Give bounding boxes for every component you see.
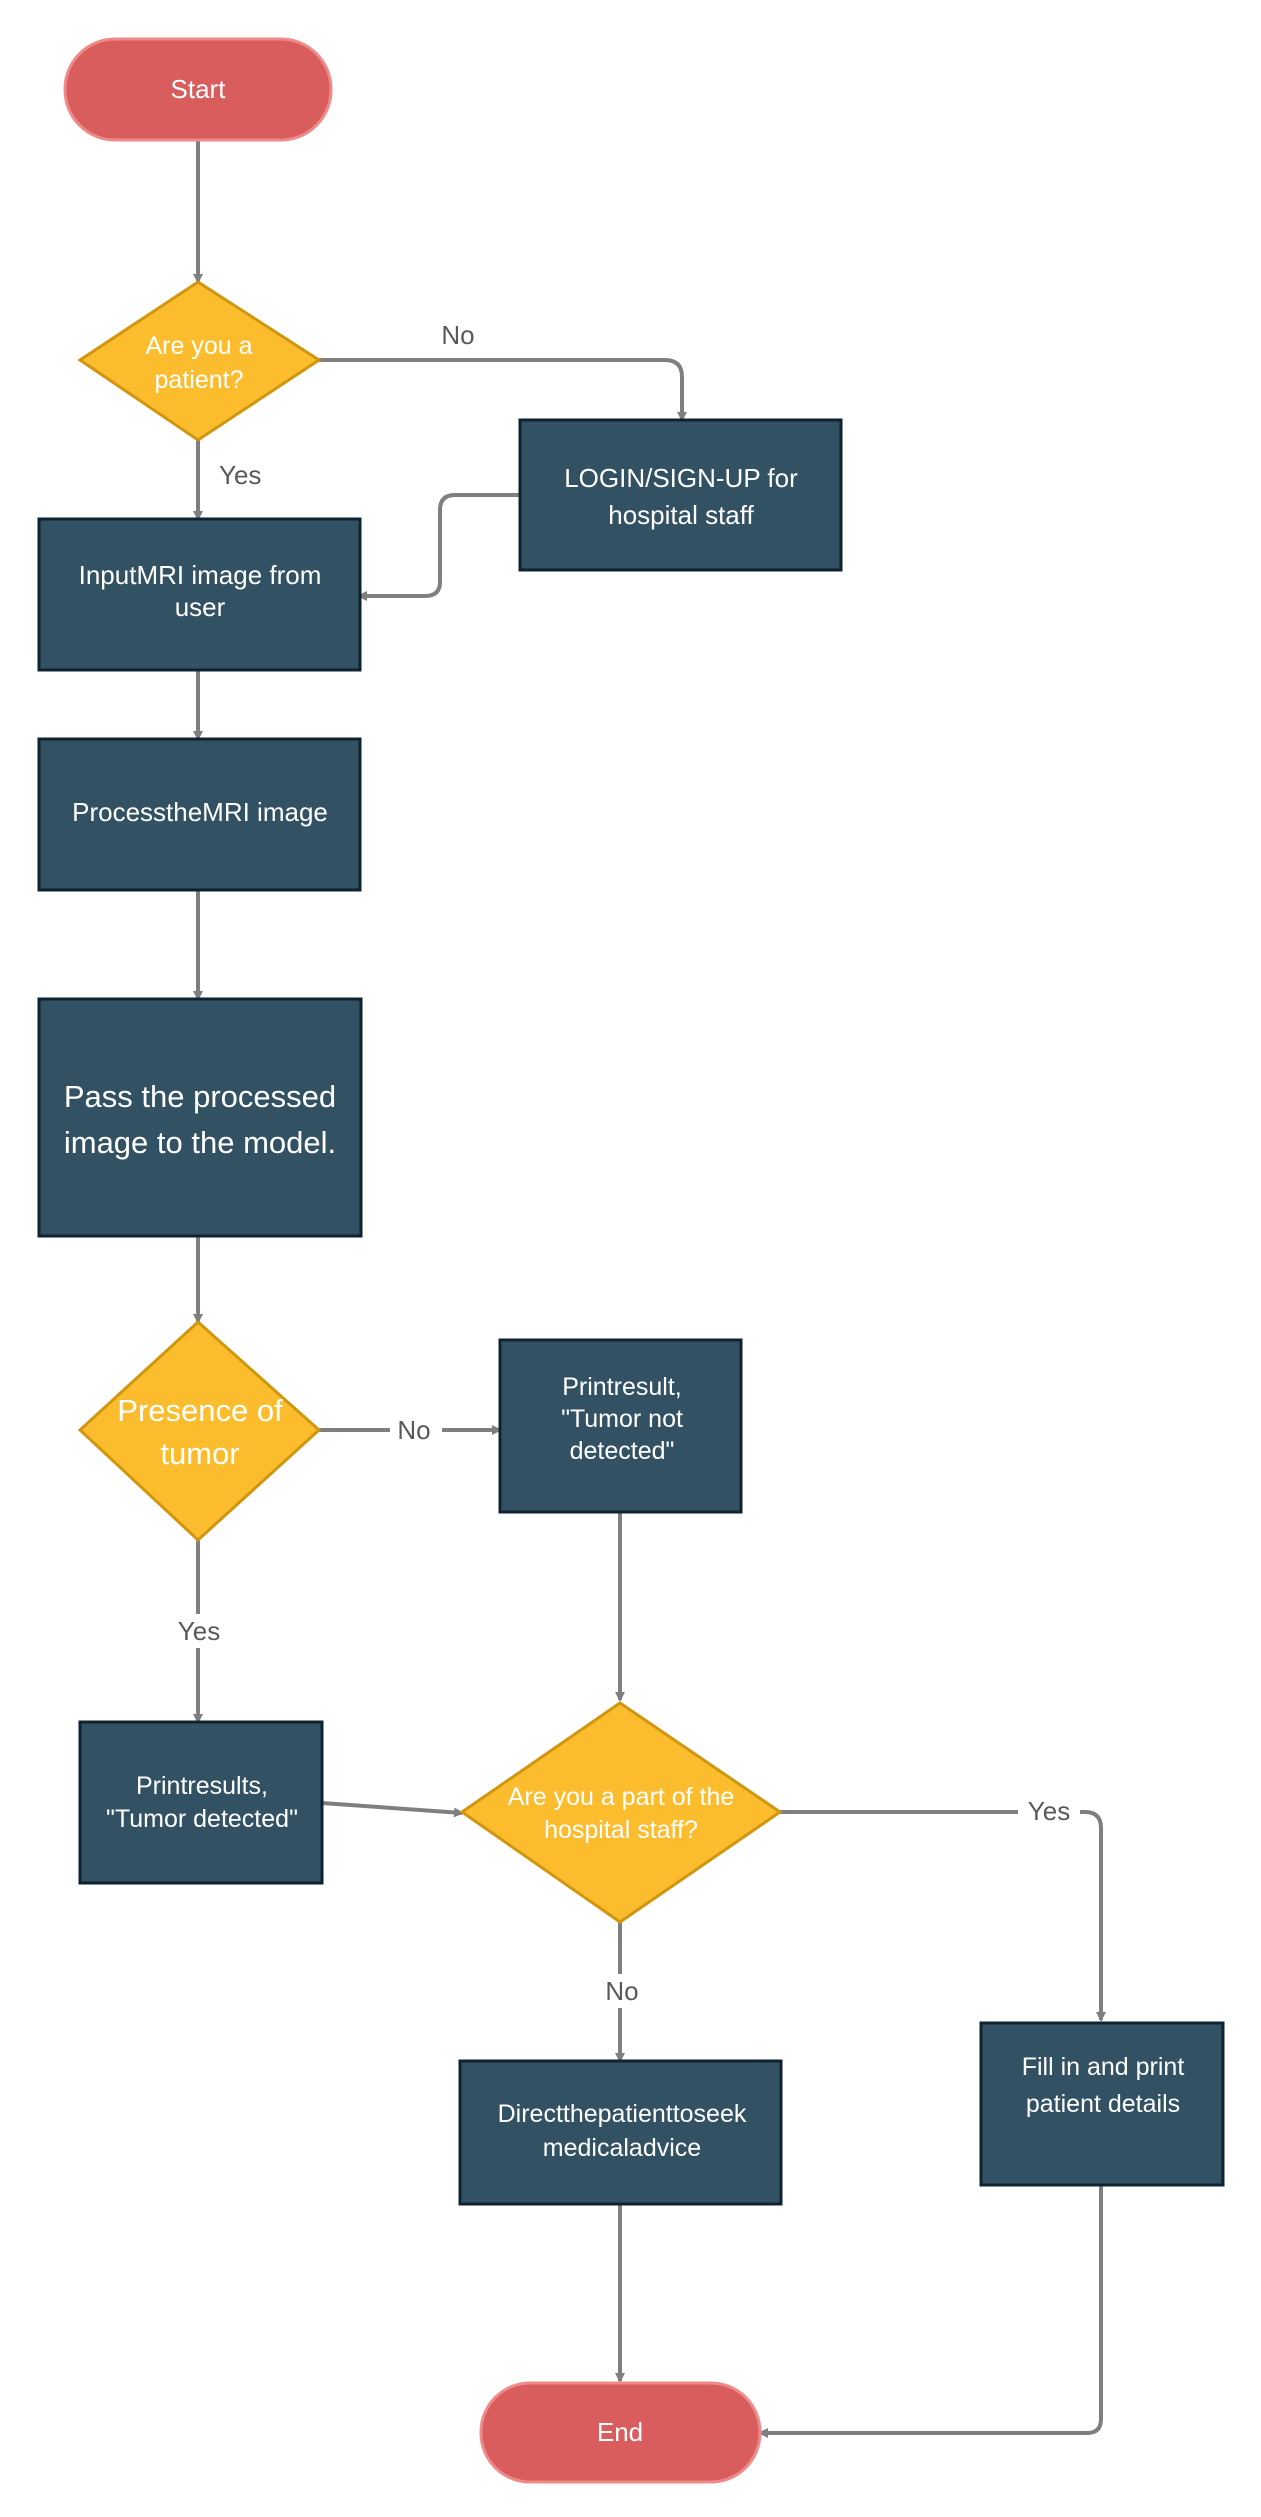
process-mri-line-1: ProcesstheMRI image [72, 797, 328, 827]
direct-patient-line-2: medicaladvice [543, 2134, 701, 2162]
process-mri-process: ProcesstheMRI image [37, 737, 362, 892]
edge-fill-details-to-end [758, 2185, 1103, 2438]
edge-label-staff-no: No [605, 1976, 638, 2006]
login-line-2: hospital staff [608, 500, 754, 530]
patient-decision-line-2: patient? [155, 366, 244, 394]
patient-decision: Are you a patient? [77, 280, 322, 442]
direct-patient-process: Directthepatienttoseek medicaladvice [458, 2059, 783, 2206]
start-label: Start [171, 74, 227, 104]
edge-patient-no-to-login [319, 358, 687, 422]
input-mri-process: InputMRI image from user [37, 517, 362, 672]
edge-label-staff-yes: Yes [1028, 1796, 1070, 1826]
start-terminal: Start [63, 37, 333, 142]
edge-label-patient-no: No [441, 320, 474, 350]
end-label: End [597, 2417, 643, 2447]
edge-login-to-input [357, 493, 520, 601]
print-not-detected-line-2: "Tumor not [561, 1405, 683, 1433]
input-mri-line-2: user [175, 592, 226, 622]
end-terminal: End [479, 2381, 762, 2484]
print-detected-line-2: "Tumor detected" [106, 1805, 298, 1833]
pass-model-line-2: image to the model. [64, 1125, 336, 1160]
staff-decision-line-2: hospital staff? [544, 1816, 698, 1844]
edge-label-patient-yes: Yes [219, 460, 261, 490]
print-detected-line-1: Printresults, [136, 1772, 268, 1800]
staff-decision: Are you a part of the hospital staff? [459, 1701, 783, 1924]
patient-decision-line-1: Are you a [145, 332, 252, 360]
fill-details-line-1: Fill in and print [1022, 2053, 1185, 2081]
staff-decision-line-1: Are you a part of the [508, 1783, 735, 1811]
print-not-detected-process: Printresult, "Tumor not detected" [498, 1338, 743, 1514]
print-detected-process: Printresults, "Tumor detected" [78, 1720, 324, 1885]
tumor-decision: Presence of tumor [77, 1319, 322, 1543]
tumor-decision-line-1: Presence of [117, 1393, 283, 1428]
input-mri-line-1: InputMRI image from [79, 560, 322, 590]
edge-label-tumor-yes: Yes [178, 1616, 220, 1646]
edge-print-detected-to-staff-decision [321, 1801, 464, 1818]
login-process: LOGIN/SIGN-UP for hospital staff [518, 418, 843, 572]
edge-staff-yes-to-fill-details [780, 1810, 1106, 2022]
direct-patient-line-1: Directthepatienttoseek [498, 2100, 747, 2128]
tumor-decision-line-2: tumor [160, 1436, 239, 1471]
pass-model-process: Pass the processed image to the model. [37, 997, 363, 1238]
fill-details-process: Fill in and print patient details [979, 2021, 1225, 2187]
pass-model-line-1: Pass the processed [64, 1079, 336, 1114]
edge-label-tumor-no: No [397, 1415, 430, 1445]
fill-details-line-2: patient details [1026, 2090, 1180, 2118]
print-not-detected-line-1: Printresult, [562, 1373, 681, 1401]
print-not-detected-line-3: detected" [570, 1437, 675, 1465]
login-line-1: LOGIN/SIGN-UP for [564, 463, 798, 493]
